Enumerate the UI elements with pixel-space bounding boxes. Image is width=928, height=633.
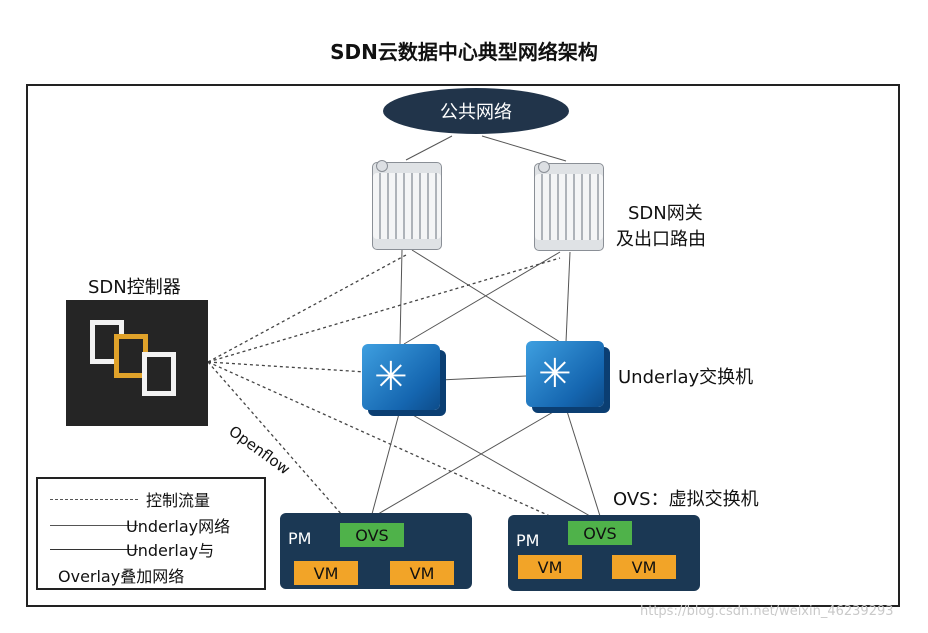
router-icon — [534, 161, 604, 251]
control-line-ovs-right — [207, 361, 573, 527]
legend: 控制流量 Underlay网络 Underlay与 Overlay叠加网络 — [36, 477, 266, 590]
control-line-switch-left — [207, 361, 367, 373]
line-router-right-switch-left — [403, 251, 561, 345]
router-knob — [376, 160, 388, 172]
physical-machine: PM OVS VM VM — [280, 513, 472, 589]
diagram-frame — [26, 84, 900, 607]
public-network-cloud: 公共网络 — [383, 88, 569, 134]
line-router-left-switch-left — [399, 249, 403, 345]
watermark: https://blog.csdn.net/weixin_46239293 — [640, 604, 894, 619]
legend-thin-line — [50, 525, 138, 526]
vm-box: VM — [612, 555, 676, 579]
control-line-router-left — [207, 254, 407, 363]
legend-control: 控制流量 — [146, 491, 211, 510]
legend-dashed-line — [50, 499, 138, 500]
diagram-title: SDN云数据中心典型网络架构 — [330, 40, 598, 64]
line-switch-left-pm-left — [371, 409, 401, 515]
line-switch-left-pm-right — [403, 409, 591, 517]
pm-label: PM — [288, 529, 312, 548]
physical-machine: PM OVS VM VM — [508, 515, 700, 591]
router-icon — [372, 160, 442, 250]
gateway-label-line2: 及出口路由 — [616, 229, 706, 250]
vm-box: VM — [294, 561, 358, 585]
switch-label: Underlay交换机 — [618, 367, 754, 388]
legend-underlay: Underlay网络 — [126, 517, 231, 536]
ovs-label: OVS：虚拟交换机 — [613, 489, 759, 510]
switch-icon: ✳ — [362, 344, 440, 410]
legend-solid-line — [50, 549, 138, 550]
line-router-right-switch-right — [565, 251, 571, 343]
legend-both-line1: Underlay与 — [126, 541, 215, 560]
switch-icon: ✳ — [526, 341, 604, 407]
legend-both-line2: Overlay叠加网络 — [58, 567, 185, 586]
ovs-box: OVS — [340, 523, 404, 547]
vm-box: VM — [518, 555, 582, 579]
line-switch-switch — [439, 375, 527, 381]
vm-box: VM — [390, 561, 454, 585]
ovs-box: OVS — [568, 521, 632, 545]
line-switch-right-pm-right — [565, 407, 601, 517]
control-line-router-right — [207, 257, 561, 363]
controller-square-white-front — [142, 352, 176, 396]
snowflake-icon: ✳ — [538, 351, 572, 397]
line-public-router-right — [481, 135, 567, 162]
line-public-router-left — [405, 135, 453, 161]
controller-label: SDN控制器 — [88, 277, 181, 298]
line-switch-right-pm-left — [377, 407, 561, 515]
snowflake-icon: ✳ — [374, 354, 408, 400]
pm-label: PM — [516, 531, 540, 550]
router-knob — [538, 161, 550, 173]
controller-icon — [66, 300, 208, 426]
gateway-label: SDN网关 — [628, 203, 703, 224]
